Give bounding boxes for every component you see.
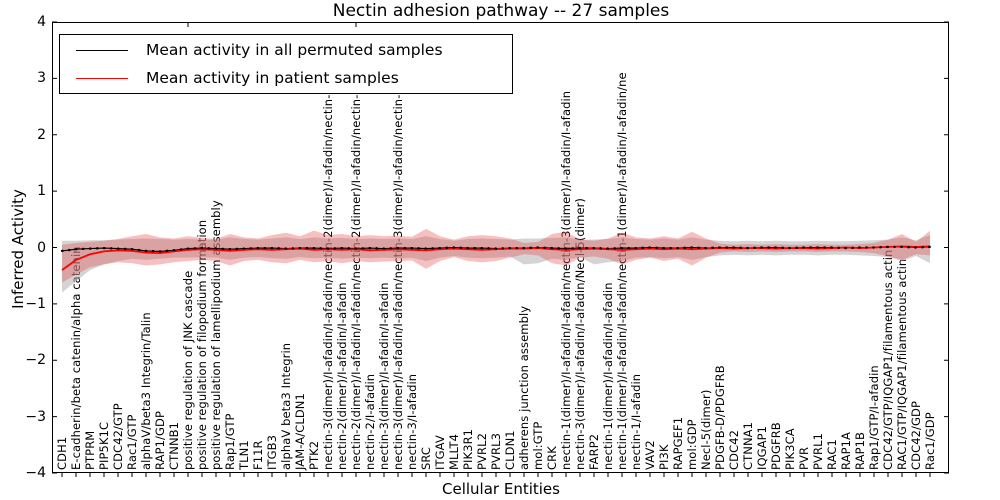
y-tick-label: 3 — [37, 70, 46, 87]
y-tick-label: −3 — [25, 408, 46, 425]
legend-label-permuted: Mean activity in all permuted samples — [146, 41, 443, 59]
legend-entry-patient: Mean activity in patient samples — [60, 65, 512, 91]
y-tick-label: −4 — [25, 465, 46, 481]
y-tick-label: 2 — [37, 126, 46, 143]
legend-label-patient: Mean activity in patient samples — [146, 69, 399, 87]
legend-entry-permuted: Mean activity in all permuted samples — [60, 37, 512, 63]
y-tick-label: 0 — [37, 239, 46, 256]
x-axis-label: Cellular Entities — [442, 480, 560, 498]
permuted-line-swatch-icon — [76, 49, 128, 51]
chart-title: Nectin adhesion pathway -- 27 samples — [332, 1, 670, 21]
legend: Mean activity in all permuted samples Me… — [59, 34, 513, 94]
y-tick-label: −1 — [25, 295, 46, 312]
y-tick-label: 4 — [37, 14, 46, 30]
y-tick-label: −2 — [25, 352, 46, 369]
patient-line-swatch-icon — [76, 77, 128, 79]
y-tick-label: 1 — [37, 183, 46, 200]
